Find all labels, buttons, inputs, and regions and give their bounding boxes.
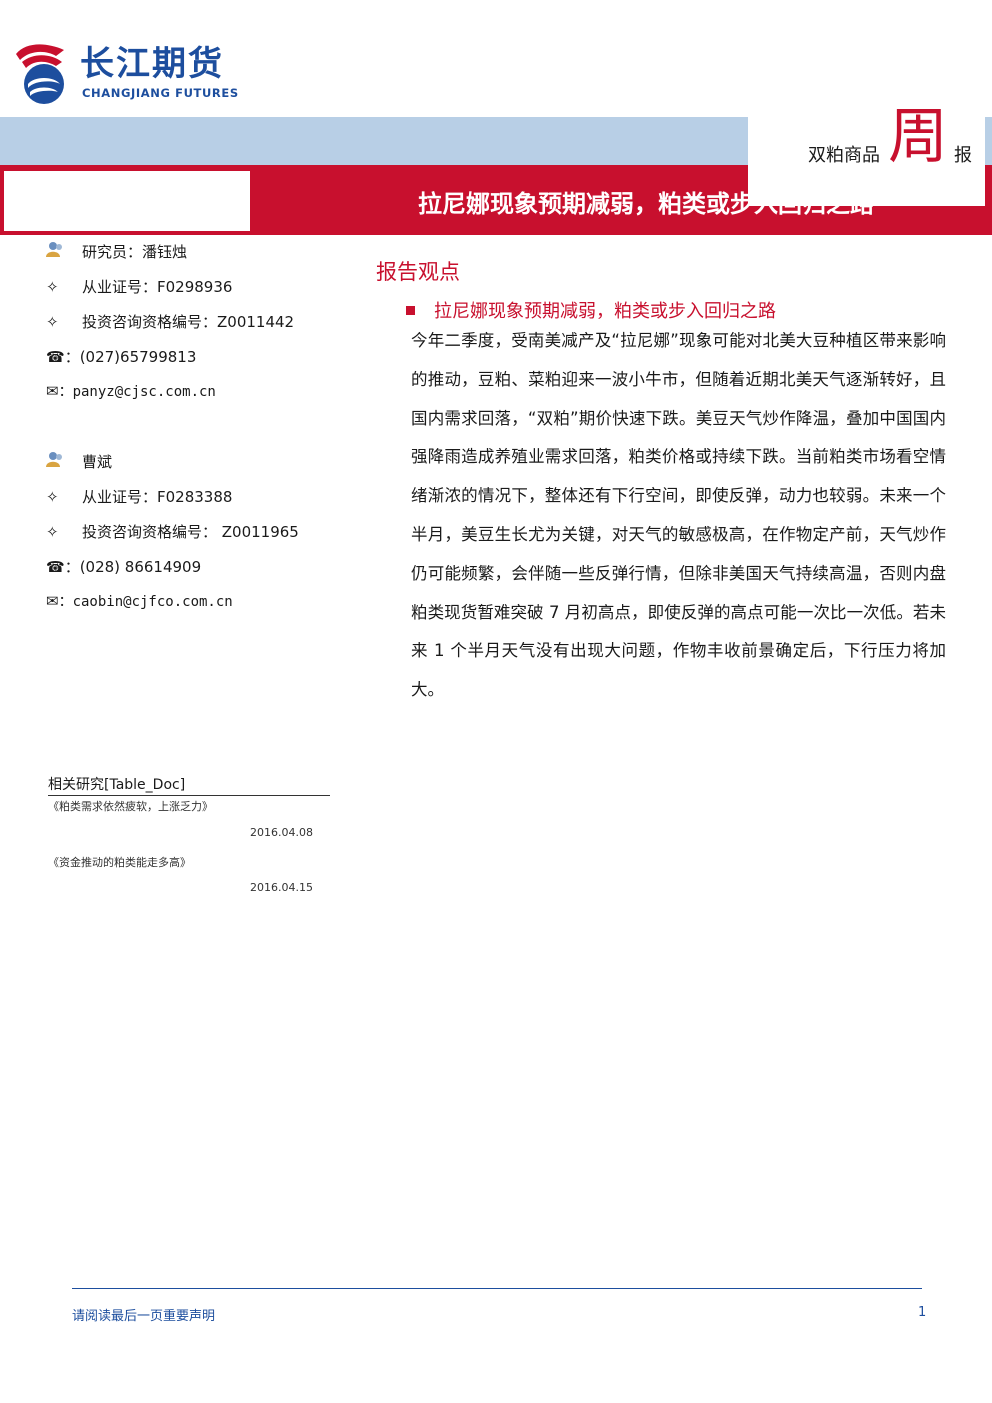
company-logo: 长江期货 CHANGJIANG FUTURES	[12, 40, 252, 106]
analyst-name: 曹斌	[82, 453, 113, 471]
header-white-box	[4, 171, 250, 231]
advisor-row: ✧ 投资咨询资格编号：Z0011442	[46, 311, 294, 332]
diamond-icon: ✧	[46, 278, 59, 296]
person-icon	[46, 451, 82, 471]
page-number: 1	[918, 1305, 927, 1320]
bullet-heading-text: 拉尼娜现象预期减弱，粕类或步入回归之路	[434, 301, 776, 322]
cert-row: ✧ 从业证号：F0298936	[46, 276, 232, 297]
logo-chinese-name: 长江期货	[80, 44, 224, 84]
phone-icon: ☎	[46, 348, 65, 366]
related-research-date: 2016.04.15	[250, 881, 313, 894]
phone-icon: ☎	[46, 558, 65, 576]
square-bullet-icon	[406, 305, 415, 315]
related-research-item[interactable]: 《粕类需求依然疲软，上涨乏力》	[48, 800, 213, 813]
mail-icon: ✉	[46, 382, 59, 400]
diamond-icon: ✧	[46, 313, 59, 331]
email-row[interactable]: ✉：caobin@cjfco.com.cn	[46, 591, 233, 611]
logo-english-name: CHANGJIANG FUTURES	[82, 86, 239, 100]
report-type-tag: 双粕商品 周 报	[748, 102, 985, 206]
related-research-heading: 相关研究[Table_Doc]	[48, 774, 330, 796]
phone-number: ：(028) 86614909	[64, 558, 202, 576]
diamond-icon: ✧	[46, 488, 59, 506]
related-research-date: 2016.04.08	[250, 826, 313, 839]
diamond-icon: ✧	[46, 523, 59, 541]
person-icon	[46, 241, 82, 261]
section-title: 报告观点	[376, 260, 460, 284]
advisor-row: ✧ 投资咨询资格编号： Z0011965	[46, 521, 299, 542]
cert-number: 从业证号：F0298936	[82, 278, 233, 296]
mail-icon: ✉	[46, 592, 59, 610]
phone-row: ☎：(027)65799813	[46, 346, 196, 367]
dragon-logo-icon	[16, 44, 64, 104]
analyst-name-row: 曹斌	[46, 451, 112, 472]
report-type-commodity: 双粕商品	[808, 145, 880, 166]
email-row[interactable]: ✉：panyz@cjsc.com.cn	[46, 381, 216, 401]
advisor-number: 投资咨询资格编号： Z0011965	[82, 523, 299, 541]
report-type-week: 周	[888, 102, 948, 172]
cert-number: 从业证号：F0283388	[82, 488, 233, 506]
phone-number: ：(027)65799813	[64, 348, 197, 366]
report-body: 今年二季度，受南美减产及“拉尼娜”现象可能对北美大豆种植区带来影响的推动，豆粕、…	[411, 331, 946, 700]
advisor-number: 投资咨询资格编号：Z0011442	[82, 313, 295, 331]
analyst-name: 研究员：潘钰烛	[82, 243, 188, 261]
email-address[interactable]: ：caobin@cjfco.com.cn	[58, 594, 233, 610]
cert-row: ✧ 从业证号：F0283388	[46, 486, 232, 507]
related-research-item[interactable]: 《资金推动的粕类能走多高》	[48, 856, 191, 869]
footer-disclaimer-note: 请阅读最后一页重要声明	[72, 1309, 216, 1324]
footer-divider	[72, 1288, 922, 1289]
email-address[interactable]: ：panyz@cjsc.com.cn	[58, 384, 216, 400]
bullet-heading: 拉尼娜现象预期减弱，粕类或步入回归之路	[406, 297, 776, 323]
report-type-report: 报	[954, 145, 972, 166]
phone-row: ☎：(028) 86614909	[46, 556, 201, 577]
analyst-name-row: 研究员：潘钰烛	[46, 241, 187, 262]
